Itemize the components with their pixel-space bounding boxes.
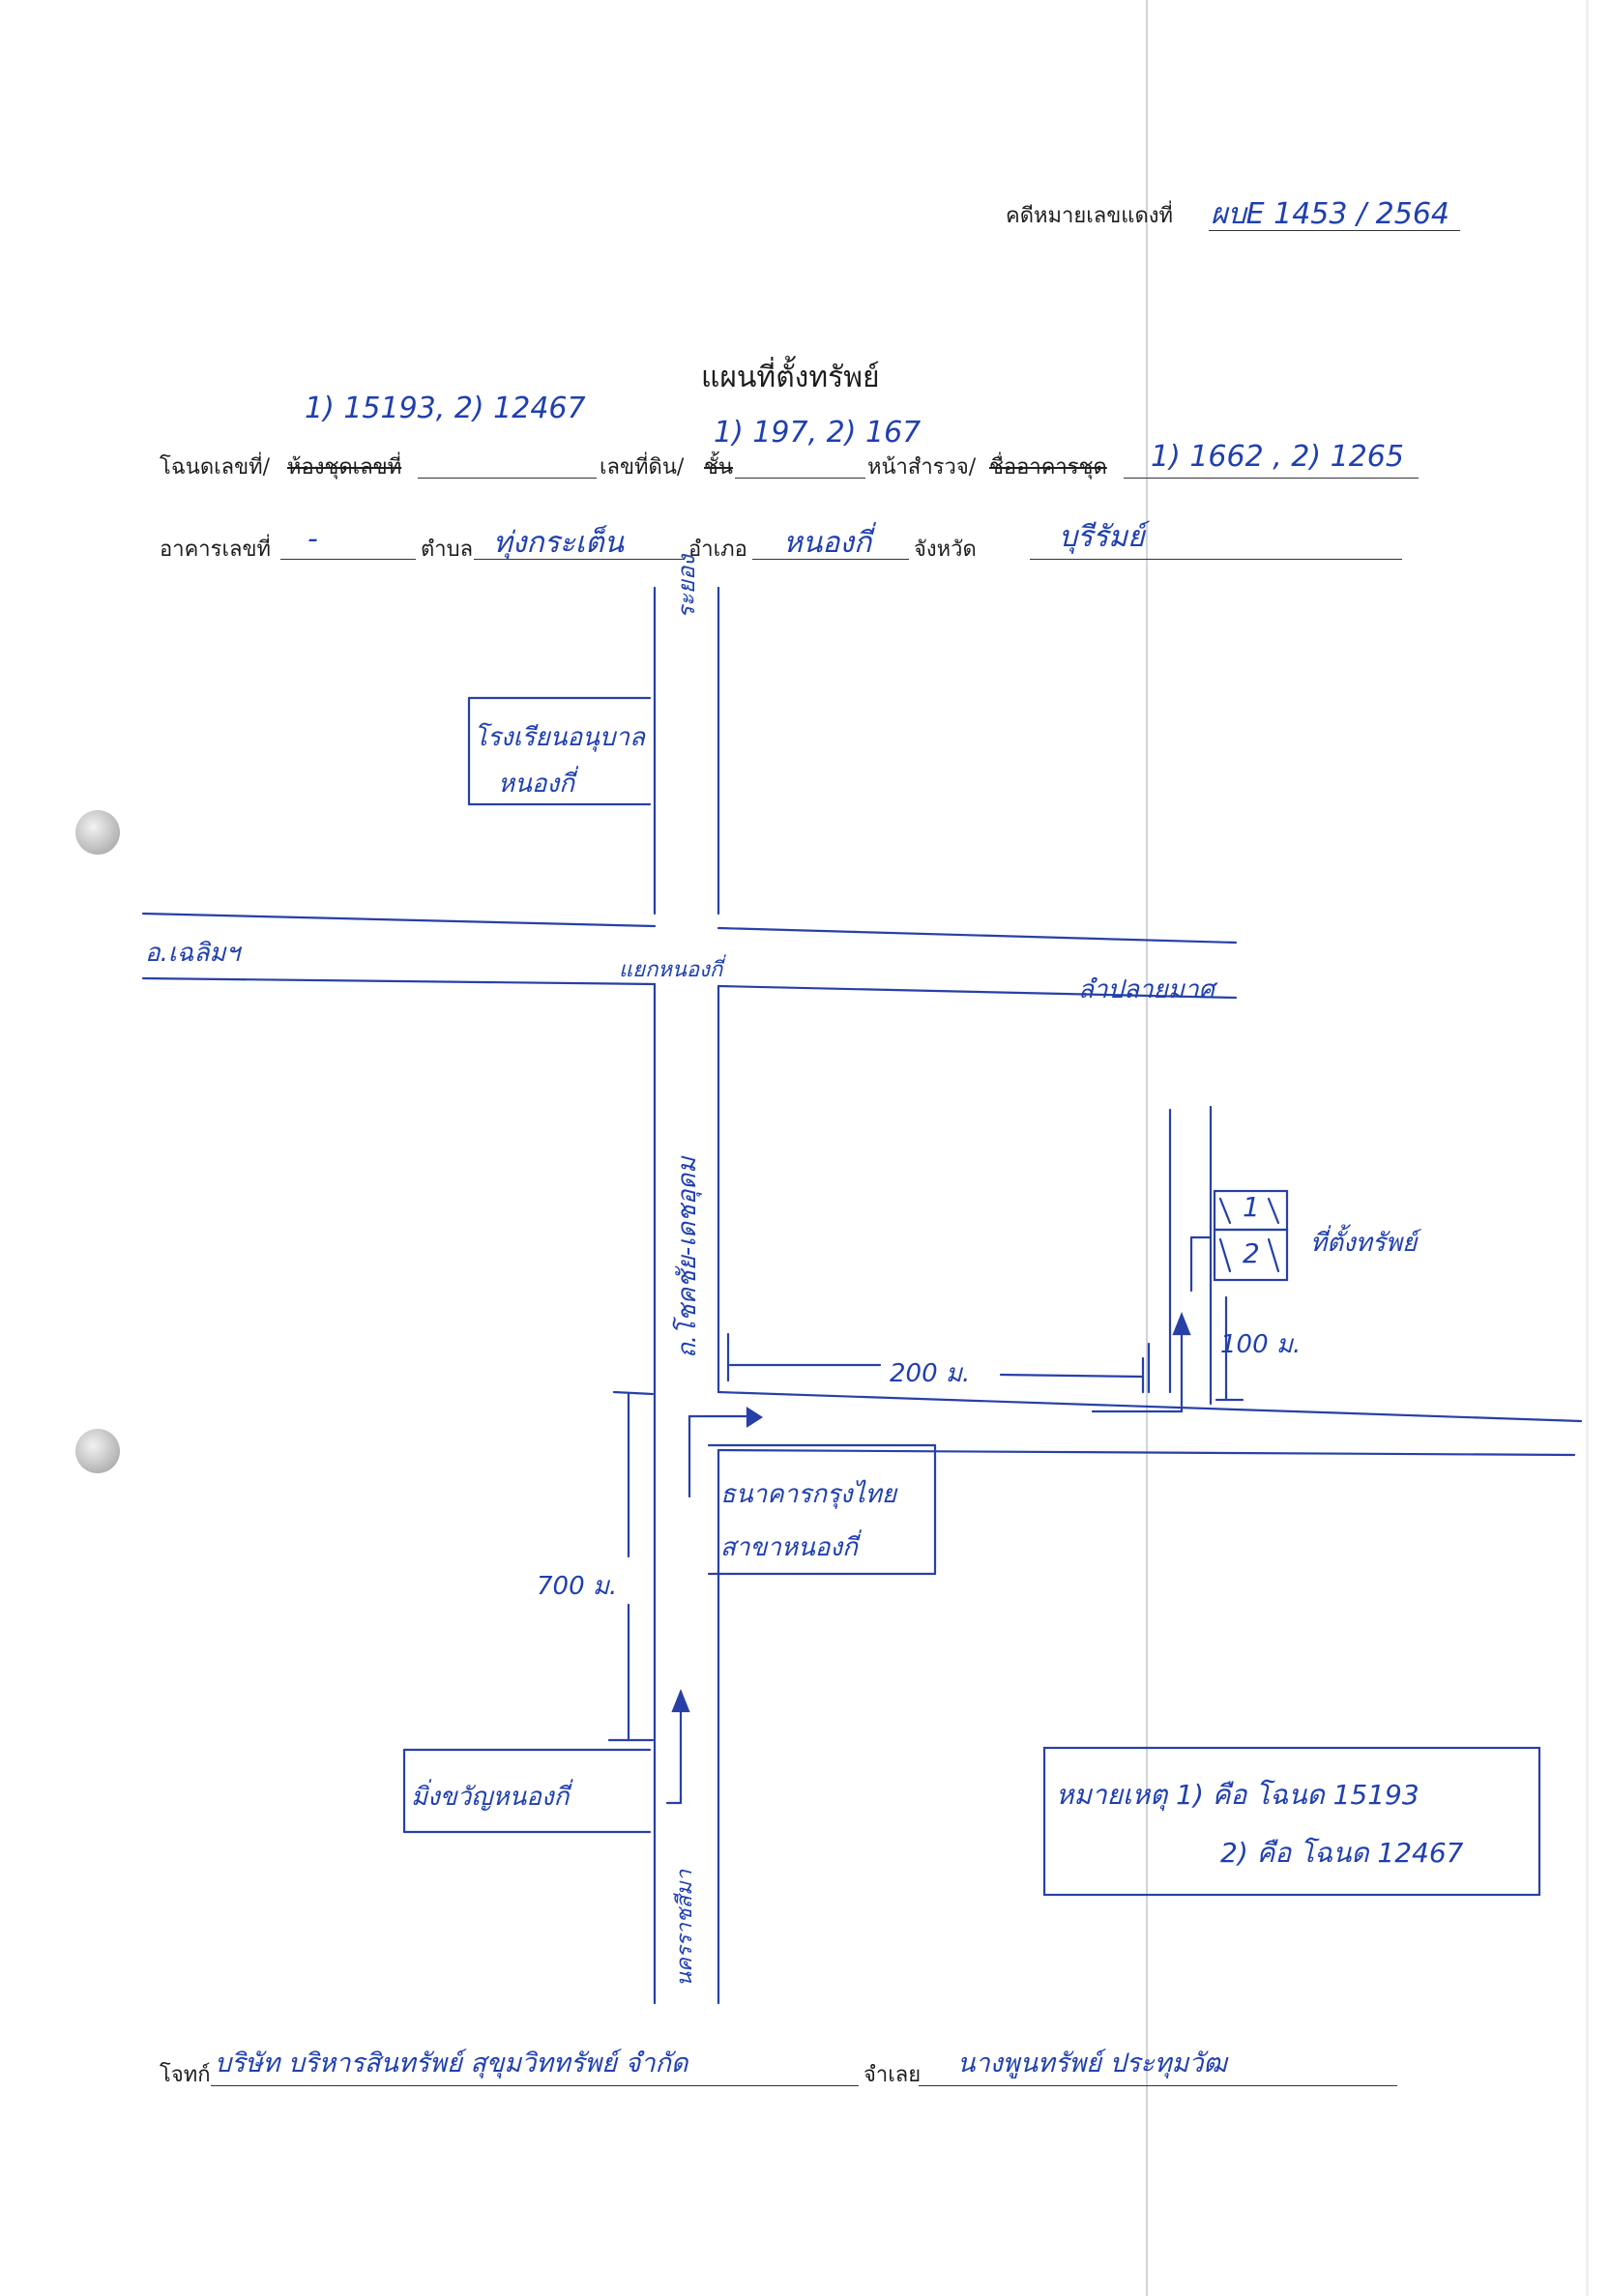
- plot-1-label: 1: [1243, 1191, 1260, 1223]
- dimension-line: [999, 1373, 1145, 1379]
- defendant-label: จำเลย: [864, 2063, 922, 2087]
- subdistrict-underline: [474, 559, 685, 560]
- remarks-line1: หมายเหตุ 1) คือ โฉนด 15193: [1056, 1779, 1420, 1811]
- intersection-label: แยกหนองกี่: [619, 958, 723, 982]
- plaintiff-label: โจทก์: [160, 2063, 211, 2087]
- land-number-value: 1) 197, 2) 167: [714, 416, 922, 450]
- paper-edge: [1586, 0, 1589, 2296]
- landmark-bank-line1: ธนาคารกรุงไทย: [720, 1480, 897, 1509]
- road-line: [717, 1390, 1583, 1423]
- subdistrict-value: ทุ่งกระเต็น: [493, 526, 625, 560]
- building-underline: [280, 559, 416, 560]
- condo-name-label-struck: ชื่ออาคารชุด: [989, 455, 1107, 480]
- defendant-value: นางพูนทรัพย์ ประทุมวัฒ: [957, 2049, 1227, 2078]
- plot-2-outline: [1213, 1228, 1289, 1282]
- route-arrow-north: [1172, 1312, 1191, 1336]
- landmark-school-line2: หนองกี่: [498, 770, 574, 799]
- plaintiff-value: บริษัท บริหารสินทรัพย์ สุขุมวิททรัพย์ จำ…: [215, 2049, 688, 2078]
- province-underline: [1030, 559, 1402, 560]
- plot-hatch: [1267, 1237, 1280, 1273]
- road-line: [717, 1448, 1576, 1457]
- district-label: อำเภอ: [688, 538, 747, 562]
- road-line: [717, 984, 1238, 1000]
- main-road-label: ถ.โชคชัย-เดชอุดม: [673, 1156, 702, 1358]
- plot-hatch: [1267, 1197, 1280, 1225]
- road-line: [141, 976, 657, 986]
- survey-underline: [1124, 478, 1419, 479]
- province-value: บุรีรัมย์: [1059, 520, 1145, 554]
- remarks-line2: 2) คือ โฉนด 12467: [1220, 1837, 1464, 1869]
- defendant-underline: [919, 2085, 1397, 2086]
- road-north-label: ระยอง: [673, 555, 700, 619]
- district-value: หนองกี่: [783, 526, 872, 560]
- road-west-label: อ.เฉลิมฯ: [145, 939, 241, 968]
- condo-room-label-struck: ห้องชุดเลขที่: [287, 455, 402, 480]
- distance-200m-label: 200 ม.: [890, 1359, 971, 1388]
- plot-2-label: 2: [1243, 1237, 1260, 1269]
- plot-hatch: [1218, 1237, 1232, 1273]
- subdistrict-label: ตำบล: [421, 538, 474, 562]
- province-label: จังหวัด: [914, 538, 977, 562]
- distance-700m-label: 700 ม.: [537, 1572, 618, 1601]
- deed-underline: [418, 478, 597, 479]
- dimension-line: [612, 1390, 655, 1396]
- floor-label-struck: ชั้น: [704, 455, 733, 480]
- road-east-label: ลำปลายมาศ: [1078, 975, 1215, 1004]
- deed-number-value: 1) 15193, 2) 12467: [305, 392, 586, 425]
- building-number-value: -: [307, 522, 318, 556]
- landmark-market-label: มิ่งขวัญหนองกี่: [411, 1783, 570, 1812]
- property-location-label: ที่ตั้งทรัพย์: [1310, 1229, 1418, 1258]
- district-underline: [752, 559, 909, 560]
- road-line: [717, 926, 1238, 945]
- paper-fold-line: [1146, 0, 1148, 2296]
- page-title: แผนที่ตั้งทรัพย์: [701, 361, 880, 394]
- road-south-label: นครราชสีมา: [673, 1870, 697, 1987]
- case-number-underline: [1209, 230, 1460, 231]
- route-arrow-east: [746, 1406, 764, 1429]
- punch-hole-top: [75, 810, 120, 855]
- punch-hole-bottom: [75, 1429, 120, 1473]
- route-arrow-north: [671, 1689, 690, 1713]
- deed-label: โฉนดเลขที่/: [160, 455, 271, 480]
- survey-page-value: 1) 1662 , 2) 1265: [1151, 440, 1404, 474]
- plot-hatch: [1218, 1197, 1232, 1225]
- case-number-label: คดีหมายเลขแดงที่: [1006, 204, 1174, 228]
- case-number-value: ผบE 1453 / 2564: [1211, 197, 1449, 231]
- landmark-school-line1: โรงเรียนอนุบาล: [474, 723, 645, 752]
- road-line: [141, 912, 657, 928]
- plaintiff-underline: [211, 2085, 859, 2086]
- remarks-box: [1042, 1746, 1541, 1897]
- land-number-label: เลขที่ดิน/: [600, 455, 685, 480]
- landmark-bank-line2: สาขาหนองกี่: [720, 1533, 858, 1562]
- distance-100m-label: 100 ม.: [1220, 1330, 1302, 1359]
- survey-page-label: หน้าสำรวจ/: [867, 455, 977, 480]
- land-underline: [735, 478, 865, 479]
- building-number-label: อาคารเลขที่: [160, 538, 271, 562]
